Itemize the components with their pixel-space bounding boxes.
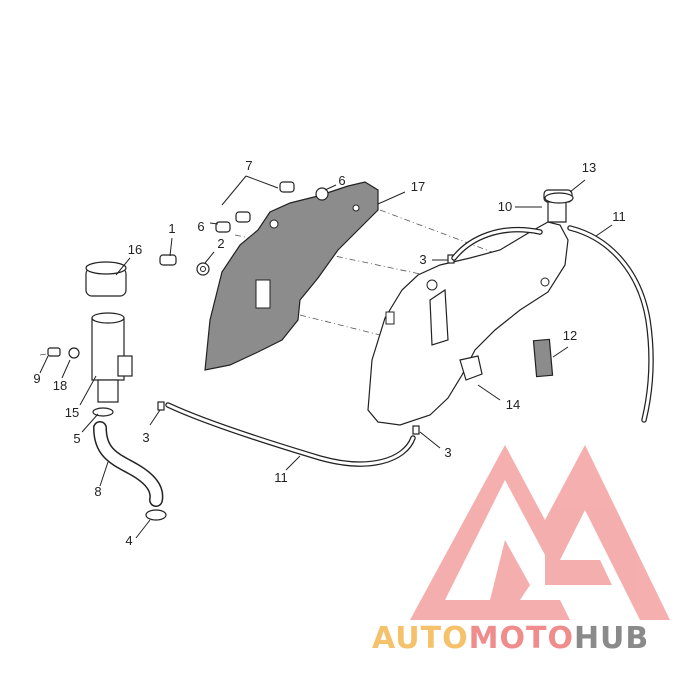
callout-8: 8 — [94, 484, 101, 499]
watermark-word-moto: MOTO — [469, 621, 574, 656]
callout-4: 4 — [125, 533, 132, 548]
level-label-part — [532, 338, 554, 378]
coolant-tank-part — [367, 189, 573, 426]
filler-neck-part — [85, 261, 133, 403]
callout-7: 7 — [245, 158, 252, 173]
callout-6-left: 6 — [197, 219, 204, 234]
callout-17: 17 — [411, 179, 425, 194]
callout-16: 16 — [128, 242, 142, 257]
callout-11-right: 11 — [612, 209, 626, 224]
heat-shield-part — [204, 181, 379, 371]
callout-1: 1 — [168, 221, 175, 236]
callout-labels: 1 2 3 3 3 4 5 6 6 7 8 9 10 11 11 12 13 1… — [33, 158, 625, 548]
callout-5: 5 — [73, 431, 80, 446]
callout-11-bottom: 11 — [274, 470, 288, 485]
callout-14: 14 — [506, 397, 520, 412]
callout-12: 12 — [563, 328, 577, 343]
callout-13: 13 — [582, 160, 596, 175]
callout-3-top: 3 — [419, 252, 426, 267]
svg-text:AUTOMOTOHUB: AUTOMOTOHUB — [372, 621, 649, 656]
callout-18: 18 — [53, 378, 67, 393]
leader-lines — [39, 175, 613, 539]
callout-15: 15 — [65, 405, 79, 420]
watermark-word-hub: HUB — [574, 621, 649, 656]
watermark-logo-mark — [410, 445, 670, 620]
watermark-text: AUTOMOTOHUB — [372, 621, 649, 656]
callout-2: 2 — [217, 236, 224, 251]
hardware-parts — [47, 181, 574, 521]
callout-3-bottom: 3 — [444, 445, 451, 460]
callout-10: 10 — [498, 199, 512, 214]
callout-3-left: 3 — [142, 430, 149, 445]
callout-9: 9 — [33, 371, 40, 386]
callout-6-right: 6 — [338, 173, 345, 188]
watermark-word-auto: AUTO — [372, 621, 469, 656]
hose-parts — [93, 225, 654, 507]
